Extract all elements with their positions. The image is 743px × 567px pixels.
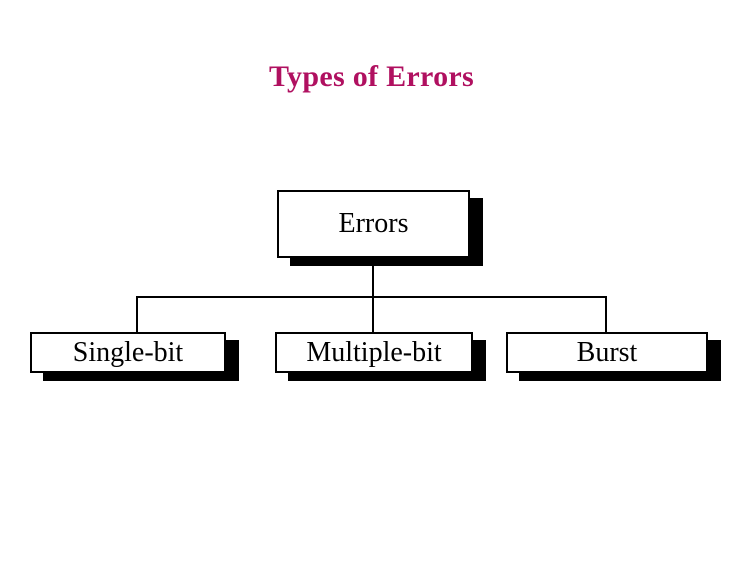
node-single-bit[interactable]: Single-bit bbox=[30, 332, 226, 373]
node-errors[interactable]: Errors bbox=[277, 190, 470, 258]
node-multiple-bit[interactable]: Multiple-bit bbox=[275, 332, 473, 373]
connector-drop-single-bit bbox=[136, 296, 138, 334]
node-single-bit-label: Single-bit bbox=[72, 336, 184, 368]
connector-root-stem bbox=[372, 258, 374, 298]
node-errors-label: Errors bbox=[338, 208, 409, 239]
connector-drop-multiple-bit bbox=[372, 296, 374, 334]
connector-horizontal-bus bbox=[136, 296, 607, 298]
node-multiple-bit-label: Multiple-bit bbox=[306, 336, 442, 368]
page-title: Types of Errors bbox=[268, 60, 475, 93]
connector-drop-burst bbox=[605, 296, 607, 334]
node-burst-label: Burst bbox=[576, 336, 638, 368]
node-burst[interactable]: Burst bbox=[506, 332, 708, 373]
